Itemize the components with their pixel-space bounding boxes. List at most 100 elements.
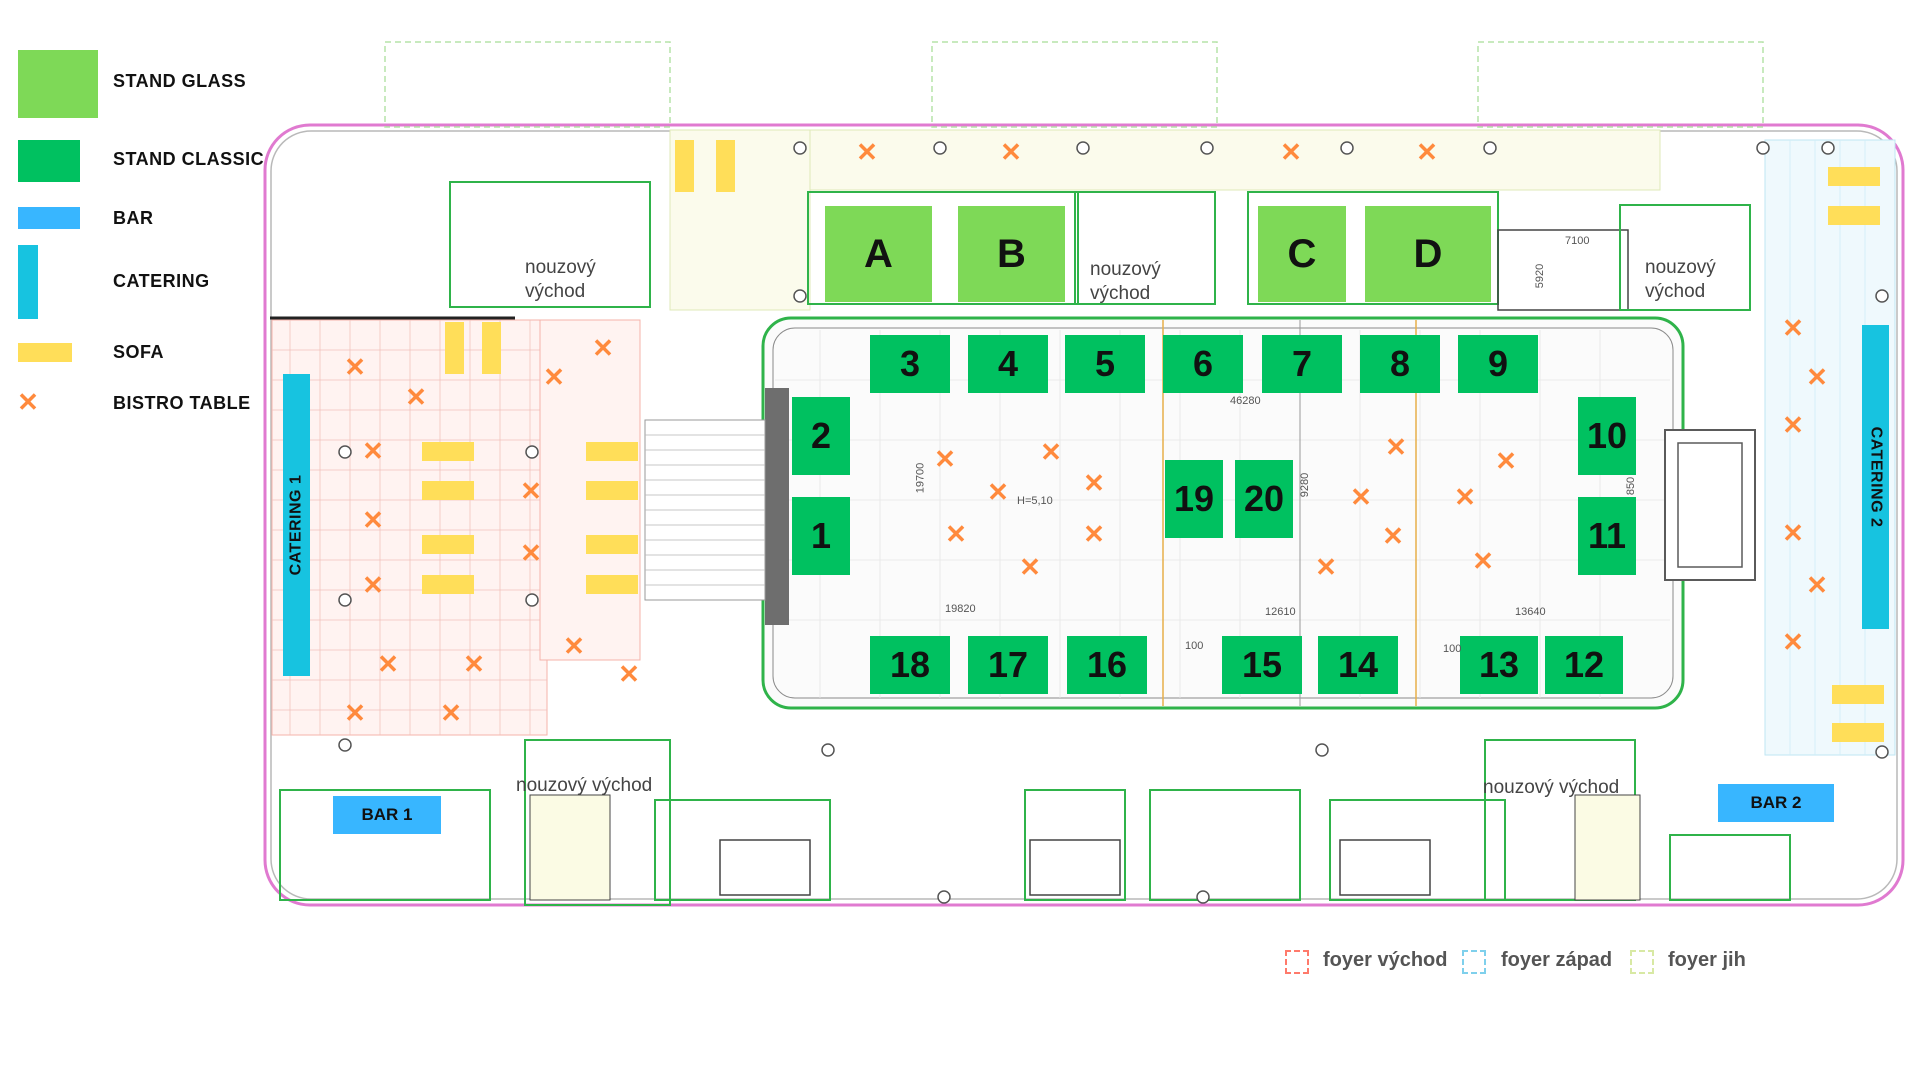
stand-classic-15[interactable]: 15 <box>1222 636 1302 694</box>
stand-classic-10[interactable]: 10 <box>1578 397 1636 475</box>
bistro-table-icon: ✕ <box>1782 410 1804 440</box>
legend-label-sofa: SOFA <box>113 342 165 362</box>
bistro-table-icon: ✕ <box>1495 446 1517 476</box>
bistro-table-icon: ✕ <box>1083 519 1105 549</box>
stand-classic-6[interactable]: 6 <box>1163 335 1243 393</box>
stand-glass-c[interactable]: C <box>1258 206 1346 302</box>
legend-label-stand-glass: STAND GLASS <box>113 71 247 91</box>
emergency-exit-label: nouzový východ <box>525 257 596 302</box>
emergency-exit-label: nouzový východ <box>1090 259 1161 304</box>
bistro-table-icon: ✕ <box>463 649 485 679</box>
bistro-table-icon: ✕ <box>1040 437 1062 467</box>
legend-swatch-stand-glass <box>18 50 98 118</box>
bistro-table-icon: ✕ <box>1382 521 1404 551</box>
dimension-label: 13640 <box>1515 606 1546 618</box>
catering-2[interactable]: CATERING 2 <box>1862 325 1889 629</box>
bistro-table-icon: ✕ <box>1806 362 1828 392</box>
catering-1[interactable]: CATERING 1 <box>283 374 310 676</box>
sofa <box>482 322 501 374</box>
legend-label-catering: CATERING <box>113 271 210 291</box>
bistro-table-icon: ✕ <box>1472 546 1494 576</box>
bistro-table-icon: ✕ <box>1385 432 1407 462</box>
dimension-label: 850 <box>1625 476 1638 496</box>
bistro-table-icon: ✕ <box>377 649 399 679</box>
stand-classic-4[interactable]: 4 <box>968 335 1048 393</box>
foyer-west-label: foyer západ <box>1501 949 1613 971</box>
bistro-table-icon: ✕ <box>1000 137 1022 167</box>
bistro-table-icon: ✕ <box>362 505 384 535</box>
emergency-exit-label: nouzový východ <box>516 775 653 796</box>
legend-swatch-stand-classic <box>18 140 80 182</box>
bistro-table-icon: ✕ <box>362 570 384 600</box>
sofa <box>1832 685 1884 704</box>
sofa <box>1828 167 1880 186</box>
sofa <box>422 575 474 594</box>
legend-swatch-catering <box>18 245 38 319</box>
stand-classic-3[interactable]: 3 <box>870 335 950 393</box>
bistro-table-icon: ✕ <box>592 333 614 363</box>
dimension-label: 46280 <box>1230 395 1261 407</box>
sofa <box>422 535 474 554</box>
bistro-table-icon: ✕ <box>520 476 542 506</box>
dimension-label: 100 <box>1443 643 1462 655</box>
bistro-table-icon: ✕ <box>856 137 878 167</box>
bistro-table-icon: ✕ <box>405 382 427 412</box>
bistro-table-icon: ✕ <box>520 538 542 568</box>
legend-bistro-table-icon: ✕ <box>17 387 39 417</box>
dimension-label: 7100 <box>1565 235 1590 247</box>
stand-classic-11[interactable]: 11 <box>1578 497 1636 575</box>
stand-classic-18[interactable]: 18 <box>870 636 950 694</box>
bistro-table-icon: ✕ <box>1782 313 1804 343</box>
stand-classic-16[interactable]: 16 <box>1067 636 1147 694</box>
dimension-label: H=5,10 <box>1017 495 1053 507</box>
sofa <box>586 481 638 500</box>
legend-label-bistro-table: BISTRO TABLE <box>113 393 251 413</box>
bistro-table-icon: ✕ <box>945 519 967 549</box>
stand-classic-1[interactable]: 1 <box>792 497 850 575</box>
stand-classic-19[interactable]: 19 <box>1165 460 1223 538</box>
dimension-label: 12610 <box>1265 606 1296 618</box>
bistro-table-icon: ✕ <box>1782 518 1804 548</box>
bistro-table-icon: ✕ <box>1019 552 1041 582</box>
bistro-table-icon: ✕ <box>1416 137 1438 167</box>
stand-classic-17[interactable]: 17 <box>968 636 1048 694</box>
bistro-table-icon: ✕ <box>987 477 1009 507</box>
bistro-table-icon: ✕ <box>618 659 640 689</box>
stand-classic-13[interactable]: 13 <box>1460 636 1538 694</box>
sofa <box>422 442 474 461</box>
foyer-east-label: foyer východ <box>1323 949 1448 971</box>
bistro-table-icon: ✕ <box>543 362 565 392</box>
bar-1[interactable]: BAR 1 <box>333 796 441 834</box>
bistro-table-icon: ✕ <box>440 698 462 728</box>
stand-classic-14[interactable]: 14 <box>1318 636 1398 694</box>
bistro-table-icon: ✕ <box>1083 468 1105 498</box>
bistro-table-icon: ✕ <box>934 444 956 474</box>
stand-classic-7[interactable]: 7 <box>1262 335 1342 393</box>
sofa <box>1832 723 1884 742</box>
stand-classic-12[interactable]: 12 <box>1545 636 1623 694</box>
sofa <box>586 442 638 461</box>
stand-classic-9[interactable]: 9 <box>1458 335 1538 393</box>
stand-classic-2[interactable]: 2 <box>792 397 850 475</box>
stand-classic-5[interactable]: 5 <box>1065 335 1145 393</box>
foyer-south-swatch <box>1630 950 1654 974</box>
catering-2-label: CATERING 2 <box>1867 426 1885 528</box>
sofa <box>1828 206 1880 225</box>
bar-2[interactable]: BAR 2 <box>1718 784 1834 822</box>
bistro-table-icon: ✕ <box>1315 552 1337 582</box>
stand-classic-20[interactable]: 20 <box>1235 460 1293 538</box>
stand-glass-b[interactable]: B <box>958 206 1065 302</box>
sofa <box>586 575 638 594</box>
stand-glass-a[interactable]: A <box>825 206 932 302</box>
stand-glass-d[interactable]: D <box>1365 206 1491 302</box>
sofa <box>675 140 694 192</box>
foyer-west-swatch <box>1462 950 1486 974</box>
legend-label-stand-classic: STAND CLASSIC <box>113 149 265 169</box>
legend-swatch-sofa <box>18 343 72 362</box>
legend-swatch-bar <box>18 207 80 229</box>
foyer-south-label: foyer jih <box>1668 949 1746 971</box>
bistro-table-icon: ✕ <box>344 698 366 728</box>
stand-classic-8[interactable]: 8 <box>1360 335 1440 393</box>
bistro-table-icon: ✕ <box>362 436 384 466</box>
